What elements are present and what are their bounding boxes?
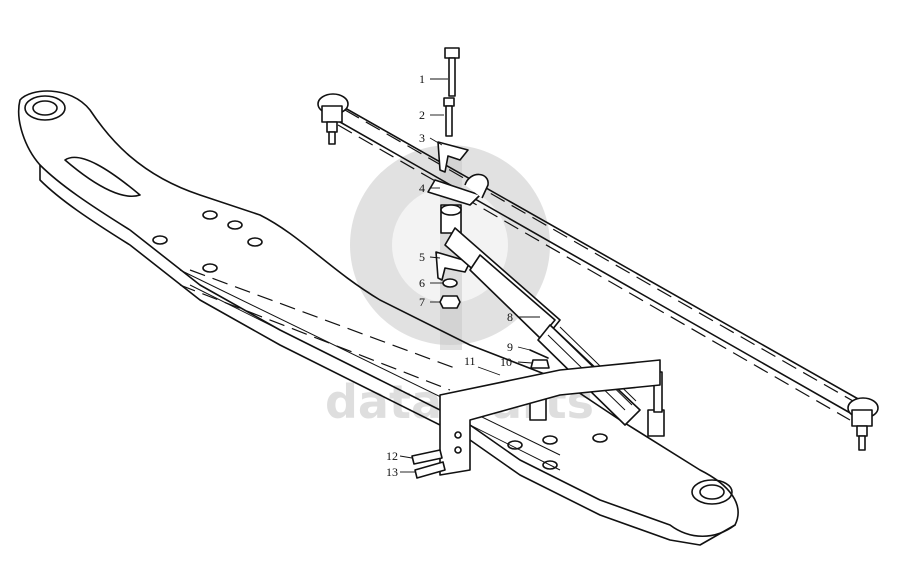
callout-4: 4 — [419, 181, 425, 195]
cotter-pin-9 — [529, 349, 549, 359]
tie-rod — [317, 93, 879, 451]
callout-5: 5 — [419, 250, 425, 264]
clamp-4 — [427, 173, 489, 206]
callout-3: 3 — [419, 131, 425, 145]
callouts: 1 2 3 4 5 6 7 8 9 10 11 12 13 — [386, 72, 513, 479]
leader-lines — [399, 78, 540, 473]
mounting-bracket-11 — [439, 359, 661, 476]
bolt-13 — [414, 461, 446, 479]
castle-nut-10 — [530, 359, 550, 369]
callout-8: 8 — [507, 310, 513, 324]
dashed-reference-lines — [179, 109, 861, 421]
callout-11: 11 — [464, 354, 476, 368]
washer-6 — [442, 278, 458, 288]
axle-beam — [17, 90, 739, 546]
callout-6: 6 — [419, 276, 425, 290]
bolt-1 — [444, 47, 460, 97]
callout-7: 7 — [419, 295, 425, 309]
callout-2: 2 — [419, 108, 425, 122]
right-ball-joint — [847, 397, 879, 451]
callout-9: 9 — [507, 340, 513, 354]
callout-13: 13 — [386, 465, 398, 479]
spacer — [440, 204, 462, 234]
callout-1: 1 — [419, 72, 425, 86]
bolt-12 — [411, 449, 443, 465]
nut-7 — [439, 295, 461, 309]
bracket-3 — [437, 141, 469, 173]
callout-12: 12 — [386, 449, 398, 463]
bolt-2 — [443, 97, 455, 137]
callout-10: 10 — [500, 355, 512, 369]
left-ball-joint — [317, 93, 349, 145]
